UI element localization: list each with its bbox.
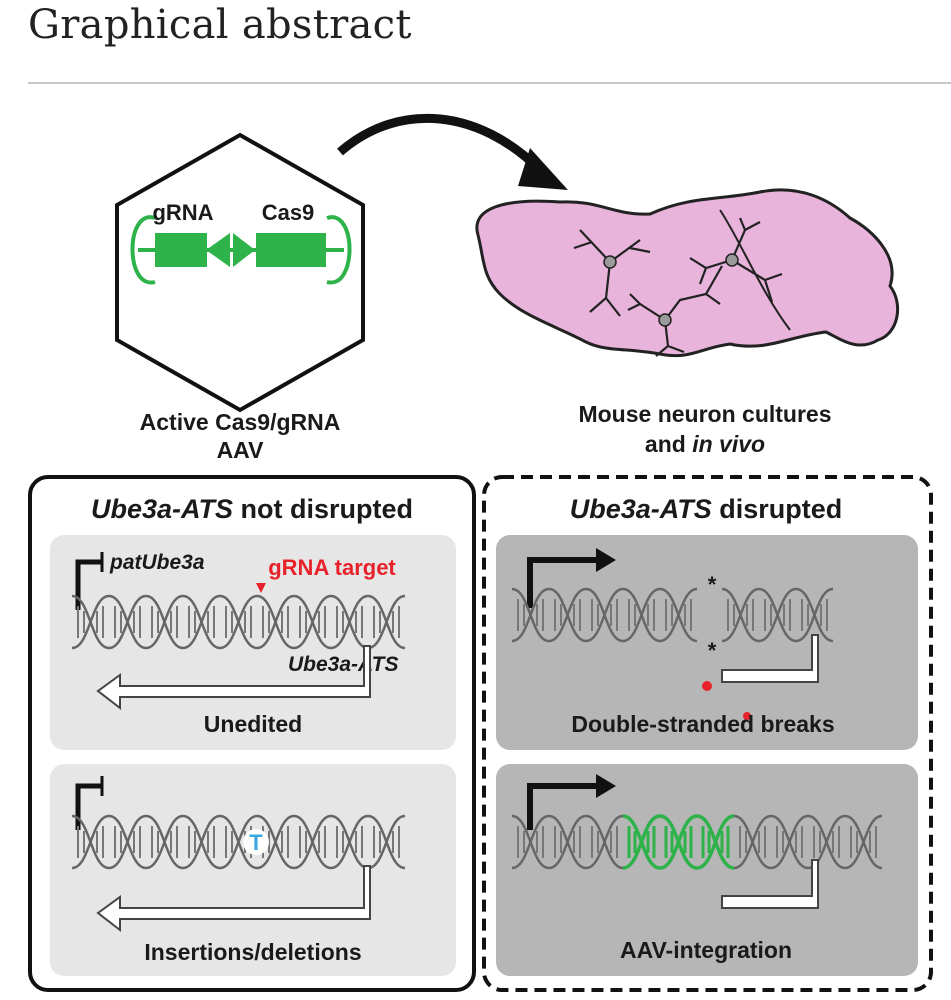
neuron-network-icon — [573, 217, 783, 357]
promoter-arrow-icon — [75, 776, 104, 830]
indel-panel: T Insertions/deletions — [50, 764, 456, 976]
unedited-caption: Unedited — [204, 711, 302, 737]
dsb-caption: Double-stranded breaks — [571, 711, 834, 737]
vector-caption-line2: AAV — [217, 437, 265, 463]
ats-transcript-arrow-icon — [96, 865, 371, 933]
not-disrupted-box: Ube3a-ATS not disrupted patUbe3a gRNA ta… — [28, 475, 476, 992]
dsb-panel: * * Double-stranded breaks — [496, 535, 918, 750]
page-title: Graphical abstract — [28, 2, 412, 48]
indel-base-label: T — [249, 830, 263, 855]
integration-caption: AAV-integration — [620, 937, 792, 963]
disrupted-box: Ube3a-ATS disrupted * * Double-stranded … — [482, 475, 933, 992]
red-dot — [702, 681, 712, 691]
integration-panel: AAV-integration — [496, 764, 918, 976]
aav-capsid-hexagon — [115, 132, 365, 413]
heading-divider — [28, 82, 951, 84]
truncated-transcript-icon — [721, 859, 819, 909]
promoter-arrow-icon — [527, 548, 616, 608]
disrupted-title: Ube3a-ATS disrupted — [570, 494, 843, 524]
unedited-panel: patUbe3a gRNA target Ube3a-ATS Unedited — [50, 535, 456, 750]
brain-caption-line1: Mouse neuron cultures — [578, 401, 831, 427]
break-star-bottom: * — [708, 638, 717, 663]
mouse-brain-illustration: Mouse neuron cultures and in vivo — [475, 188, 900, 457]
right-itr-icon — [326, 215, 352, 285]
cas9-cassette — [256, 233, 326, 267]
target-marker-icon — [256, 583, 266, 593]
ube3a-ats-label: Ube3a-ATS — [288, 653, 398, 676]
ats-transcript-arrow-icon — [96, 645, 371, 711]
delivery-arrow-icon — [337, 113, 568, 190]
left-itr-icon — [130, 215, 156, 285]
grna-promoter-arrow-icon — [206, 233, 230, 267]
integrated-aav-dna — [622, 814, 735, 870]
brain-caption-line2: and in vivo — [645, 431, 765, 457]
grna-cassette — [155, 233, 207, 267]
brain-shape — [475, 188, 900, 358]
vector-caption-line1: Active Cas9/gRNA — [140, 409, 341, 435]
promoter-arrow-icon — [527, 774, 616, 830]
cas9-promoter-arrow-icon — [233, 233, 255, 267]
red-dot — [743, 712, 751, 720]
grna-target-label: gRNA target — [268, 555, 396, 580]
patube3a-label: patUbe3a — [109, 551, 205, 574]
indel-caption: Insertions/deletions — [144, 939, 361, 965]
aav-vector: gRNA Cas9 Active Cas9/gRNA AAV — [115, 132, 365, 463]
grna-label: gRNA — [152, 200, 213, 225]
truncated-transcript-icon — [721, 634, 819, 683]
break-star-top: * — [708, 572, 717, 597]
graphical-abstract-figure: gRNA Cas9 Active Cas9/gRNA AAV Mouse neu… — [28, 113, 933, 992]
cas9-label: Cas9 — [262, 200, 315, 225]
promoter-arrow-icon — [75, 552, 104, 610]
not-disrupted-title: Ube3a-ATS not disrupted — [91, 494, 413, 524]
